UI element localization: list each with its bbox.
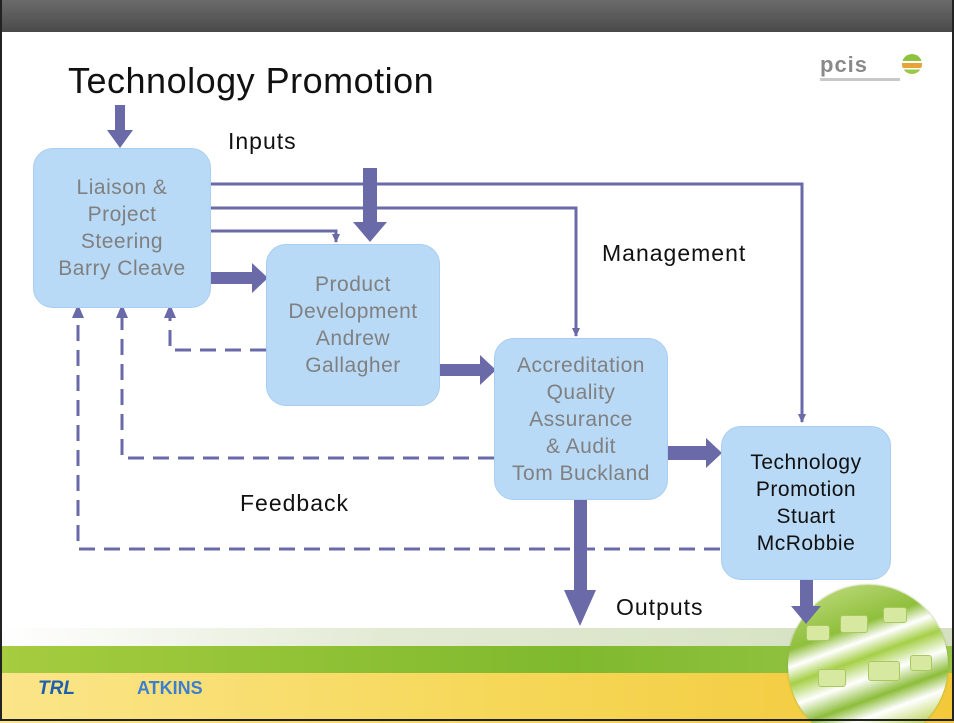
management-line-to-promotion (210, 182, 806, 423)
feedback-arrowhead-accreditation (116, 304, 128, 318)
arrow-product-to-accreditation (440, 355, 496, 385)
sphere-chip (840, 615, 868, 633)
label-management: Management (602, 240, 747, 266)
feedback-line-product (168, 318, 266, 352)
label-outputs: Outputs (616, 594, 704, 620)
feedback-arrowhead-product (164, 304, 176, 318)
sphere-chip (883, 607, 907, 623)
pcis-globe-icon (902, 54, 922, 74)
management-line-to-accreditation (210, 206, 580, 337)
feedback-line-accreditation (120, 318, 494, 460)
box-liaison-project-steering: Liaison & Project Steering Barry Cleave (33, 148, 211, 308)
management-line-to-product (210, 229, 340, 243)
arrow-inputs (353, 168, 387, 242)
arrow-accreditation-to-promotion (668, 438, 722, 468)
sphere-chip (818, 669, 846, 687)
sphere-chip (910, 655, 932, 671)
arrow-into-liaison (107, 105, 133, 148)
atkins-logo: ATKINS (137, 678, 203, 698)
arrow-outputs (564, 498, 596, 626)
label-inputs: Inputs (228, 128, 297, 154)
box-technology-promotion: Technology Promotion Stuart McRobbie (721, 426, 891, 580)
sphere-chip (806, 625, 830, 641)
label-feedback: Feedback (240, 490, 350, 516)
slide-top-bar (0, 0, 954, 32)
arrow-promotion-down (791, 580, 821, 624)
pcis-tagline-mark (820, 78, 900, 81)
pcis-logo-text: pcis (820, 52, 869, 77)
trl-logo: TRL (38, 678, 75, 699)
feedback-arrowhead-promotion (72, 304, 84, 318)
sphere-chip (868, 661, 900, 681)
arrow-liaison-to-product (210, 263, 268, 293)
feedback-line-promotion (76, 318, 720, 551)
box-accreditation-quality-assurance: Accreditation Quality Assurance & Audit … (494, 338, 668, 500)
box-product-development: Product Development Andrew Gallagher (266, 244, 440, 406)
slide-title: Technology Promotion (68, 60, 435, 101)
